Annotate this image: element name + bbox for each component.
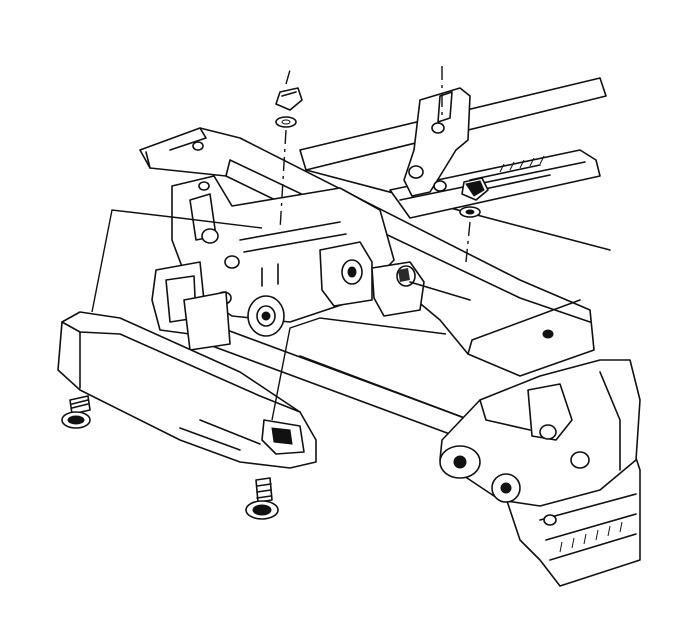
- brace-nut-left: [275, 87, 303, 128]
- leader-lines: [91, 209, 447, 421]
- brace-nut-right: [459, 177, 489, 218]
- cover-screw-left: [61, 395, 91, 429]
- drive-motor-units: [319, 241, 471, 317]
- upper-right-seat-track: [389, 149, 601, 219]
- right-adjuster-housing: [439, 359, 641, 507]
- center-lines: [279, 66, 471, 263]
- upper-right-bracket: [403, 87, 471, 197]
- adjuster-trim-cover: [57, 311, 317, 469]
- front-left-gear-hub: [151, 261, 285, 351]
- cover-screw-right: [245, 477, 279, 520]
